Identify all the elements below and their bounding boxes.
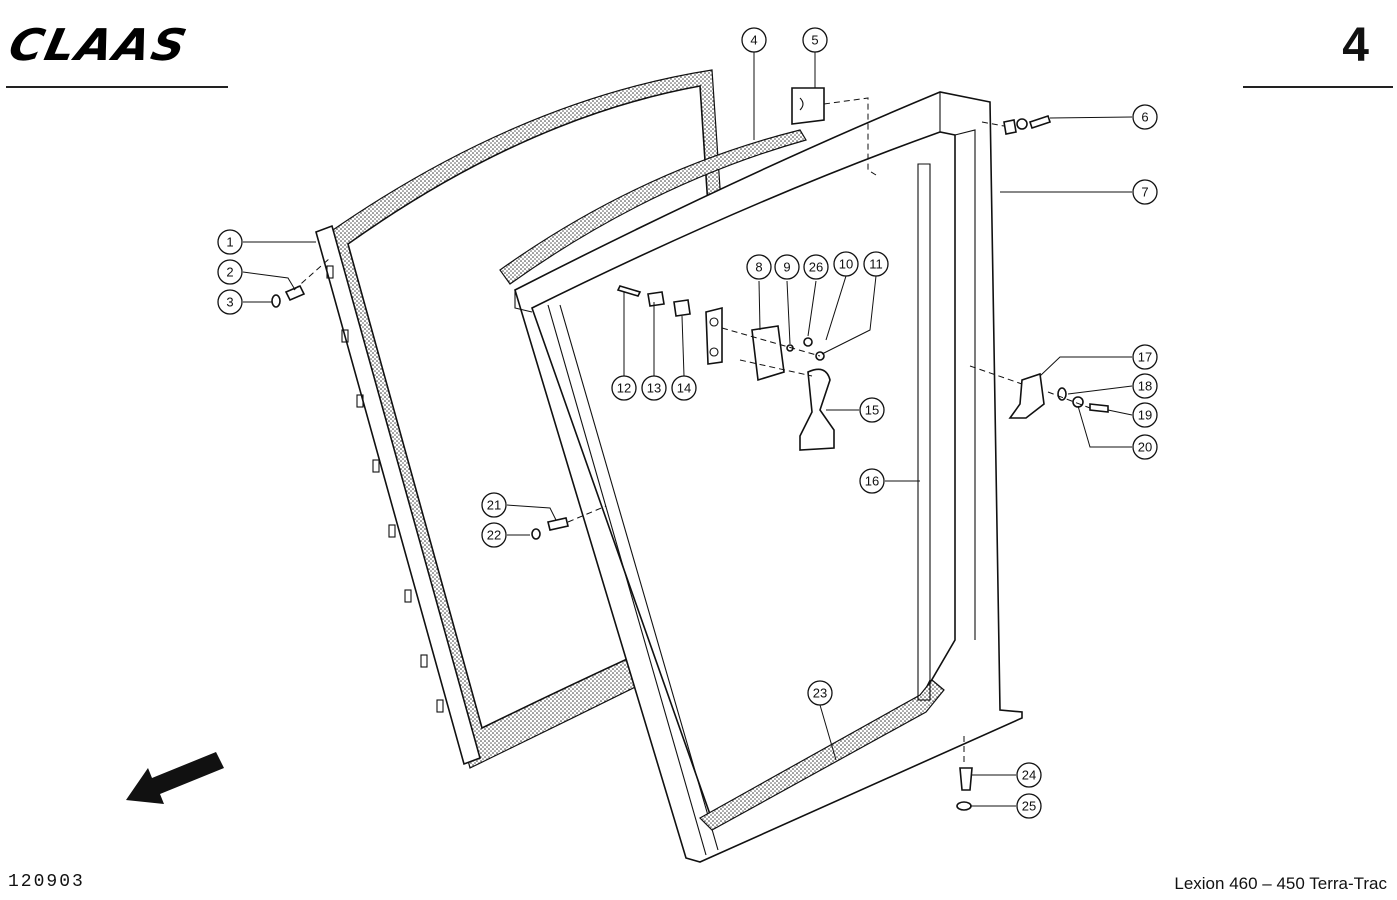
- callout-14[interactable]: 14: [671, 375, 697, 401]
- callout-8[interactable]: 8: [746, 254, 772, 280]
- page-number: 4: [1342, 19, 1369, 72]
- svg-text:24: 24: [1022, 768, 1036, 783]
- svg-text:10: 10: [839, 257, 853, 272]
- callout-5[interactable]: 5: [802, 27, 828, 53]
- svg-text:3: 3: [226, 295, 233, 310]
- leader-lines: [242, 52, 1133, 807]
- callout-15[interactable]: 15: [859, 397, 885, 423]
- svg-text:4: 4: [750, 33, 757, 48]
- callouts: 1 2 3 4 5 6 7 8 9 26 10 11 12 13 14 15 1…: [217, 27, 1158, 819]
- svg-text:6: 6: [1141, 110, 1148, 125]
- callout-9[interactable]: 9: [774, 254, 800, 280]
- callout-6[interactable]: 6: [1132, 104, 1158, 130]
- svg-text:19: 19: [1138, 408, 1152, 423]
- hinge-plate: [791, 87, 877, 176]
- callout-26[interactable]: 26: [803, 254, 829, 280]
- svg-text:23: 23: [813, 686, 827, 701]
- callout-21[interactable]: 21: [481, 492, 507, 518]
- svg-text:13: 13: [647, 381, 661, 396]
- svg-text:22: 22: [487, 528, 501, 543]
- header-rule-right: [1243, 86, 1393, 88]
- callout-25[interactable]: 25: [1016, 793, 1042, 819]
- svg-text:15: 15: [865, 403, 879, 418]
- callout-23[interactable]: 23: [807, 680, 833, 706]
- svg-text:20: 20: [1138, 440, 1152, 455]
- fasteners: [271, 114, 1109, 811]
- drawing-number: 120903: [8, 872, 85, 892]
- callout-22[interactable]: 22: [481, 522, 507, 548]
- callout-4[interactable]: 4: [741, 27, 767, 53]
- svg-text:14: 14: [677, 381, 691, 396]
- callout-16[interactable]: 16: [859, 468, 885, 494]
- svg-text:5: 5: [811, 33, 818, 48]
- svg-text:2: 2: [226, 265, 233, 280]
- callout-7[interactable]: 7: [1132, 179, 1158, 205]
- svg-text:7: 7: [1141, 185, 1148, 200]
- callout-20[interactable]: 20: [1132, 434, 1158, 460]
- svg-text:11: 11: [869, 257, 883, 272]
- svg-text:8: 8: [755, 260, 762, 275]
- svg-text:12: 12: [617, 381, 631, 396]
- header-rule-left: [6, 86, 228, 88]
- callout-24[interactable]: 24: [1016, 762, 1042, 788]
- callout-1[interactable]: 1: [217, 229, 243, 255]
- door-frame: [514, 91, 1023, 863]
- door-lock-assembly: [705, 306, 835, 451]
- svg-text:26: 26: [809, 260, 823, 275]
- svg-text:18: 18: [1138, 379, 1152, 394]
- callout-2[interactable]: 2: [217, 259, 243, 285]
- svg-text:16: 16: [865, 474, 879, 489]
- callout-3[interactable]: 3: [217, 289, 243, 315]
- svg-text:1: 1: [226, 235, 233, 250]
- callout-13[interactable]: 13: [641, 375, 667, 401]
- svg-text:9: 9: [783, 260, 790, 275]
- callout-17[interactable]: 17: [1132, 344, 1158, 370]
- svg-text:17: 17: [1138, 350, 1152, 365]
- callout-19[interactable]: 19: [1132, 402, 1158, 428]
- svg-text:25: 25: [1022, 799, 1036, 814]
- hinge-strip: [315, 224, 481, 766]
- callout-10[interactable]: 10: [833, 251, 859, 277]
- model-label: Lexion 460 – 450 Terra-Trac: [1174, 874, 1387, 893]
- svg-text:21: 21: [487, 498, 501, 513]
- callout-18[interactable]: 18: [1132, 373, 1158, 399]
- top-seal: [499, 129, 807, 285]
- callout-12[interactable]: 12: [611, 375, 637, 401]
- callout-11[interactable]: 11: [863, 251, 889, 277]
- direction-arrow: [126, 752, 224, 804]
- assembly-lines: [293, 121, 1091, 766]
